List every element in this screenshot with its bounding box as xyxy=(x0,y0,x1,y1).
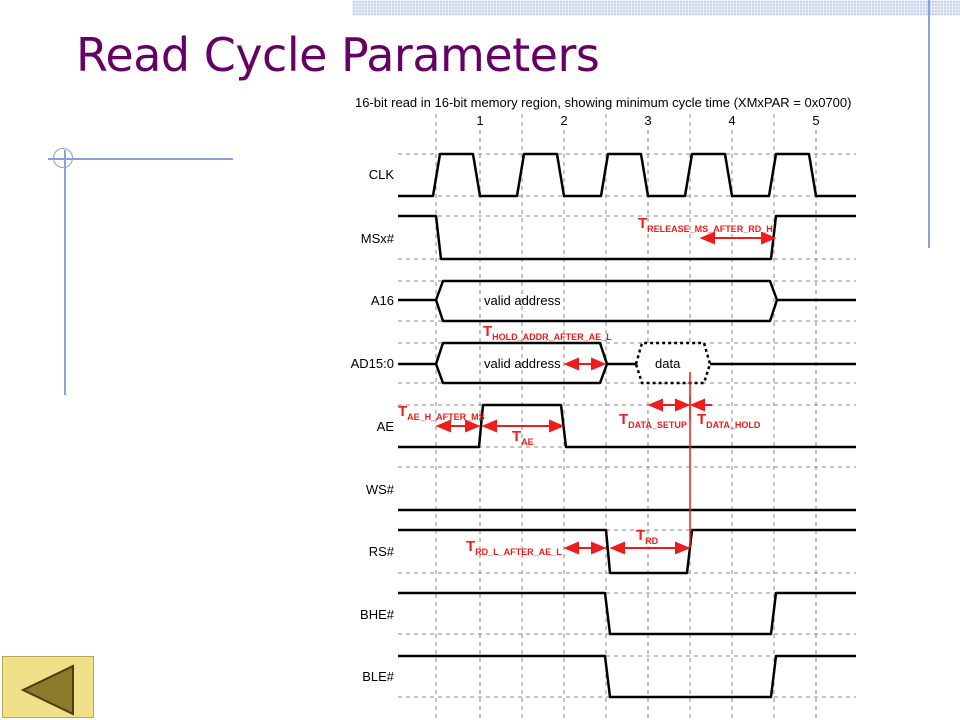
back-button[interactable] xyxy=(2,656,94,718)
a16-value: valid address xyxy=(484,293,561,308)
decorative-horizontal-line xyxy=(48,158,233,160)
slide-title: Read Cycle Parameters xyxy=(76,28,600,82)
arrow-ae-h-after-ms xyxy=(435,419,481,433)
waveform-ad xyxy=(398,341,856,385)
signal-label-bhe: BHE# xyxy=(360,607,395,622)
bus-labels: valid address valid address data xyxy=(484,293,681,371)
back-arrow-icon xyxy=(20,664,74,716)
waveform-bhe xyxy=(398,591,856,636)
waveform-a16 xyxy=(398,279,856,323)
decorative-left-line xyxy=(64,150,66,395)
signal-labels: CLK MSx# A16 AD15:0 AE WS# RS# BHE# BLE# xyxy=(351,167,395,684)
signal-label-msx: MSx# xyxy=(361,231,395,246)
waveform-rs xyxy=(398,528,856,575)
waveform-ble xyxy=(398,654,856,699)
clock-number: 4 xyxy=(728,113,735,128)
arrow-ae xyxy=(481,419,565,433)
signal-label-ad: AD15:0 xyxy=(351,356,394,371)
decorative-top-band xyxy=(352,0,960,16)
waveform-msx xyxy=(398,214,856,261)
arrow-rd xyxy=(609,541,691,555)
clock-number: 3 xyxy=(644,113,651,128)
decorative-right-line xyxy=(928,0,930,248)
waveform-clk xyxy=(398,152,856,198)
param-release-ms: TRELEASE_MS_AFTER_RD_H xyxy=(638,215,773,234)
ad-data-value: data xyxy=(655,356,681,371)
arrow-data-setup xyxy=(647,398,691,412)
arrow-data-hold xyxy=(689,398,712,412)
param-ae-h-after-ms: TAE_H_AFTER_MS xyxy=(398,403,485,422)
arrow-rd-l-after-ae-l xyxy=(563,541,607,555)
decorative-crosshair xyxy=(53,148,73,168)
signal-label-clk: CLK xyxy=(369,167,395,182)
timing-arrows xyxy=(435,231,777,555)
param-ae: TAE xyxy=(512,428,534,447)
arrow-hold-addr xyxy=(563,357,607,371)
timing-labels: TRELEASE_MS_AFTER_RD_H THOLD_ADDR_AFTER_… xyxy=(398,215,773,557)
diagram-caption: 16-bit read in 16-bit memory region, sho… xyxy=(355,95,851,110)
param-data-setup: TDATA_SETUP xyxy=(619,411,687,430)
signal-label-a16: A16 xyxy=(371,293,394,308)
arrow-release-ms xyxy=(699,231,777,245)
clock-number: 2 xyxy=(560,113,567,128)
clock-number: 1 xyxy=(476,113,483,128)
signal-label-rs: RS# xyxy=(369,544,395,559)
clock-number: 5 xyxy=(812,113,819,128)
waveform-ae xyxy=(398,403,856,449)
clock-numbers: 1 2 3 4 5 xyxy=(476,113,819,128)
param-data-hold: TDATA_HOLD xyxy=(697,411,761,430)
param-hold-addr: THOLD_ADDR_AFTER_AE_L xyxy=(483,323,612,342)
param-rd: TRD xyxy=(636,527,659,546)
signal-label-ws: WS# xyxy=(366,482,395,497)
waveforms xyxy=(398,152,856,699)
data-window xyxy=(634,341,712,385)
param-rd-l-after-ae-l: TRD_L_AFTER_AE_L xyxy=(466,538,562,557)
signal-label-ae: AE xyxy=(377,419,395,434)
signal-label-ble: BLE# xyxy=(362,669,395,684)
ad-address-value: valid address xyxy=(484,356,561,371)
